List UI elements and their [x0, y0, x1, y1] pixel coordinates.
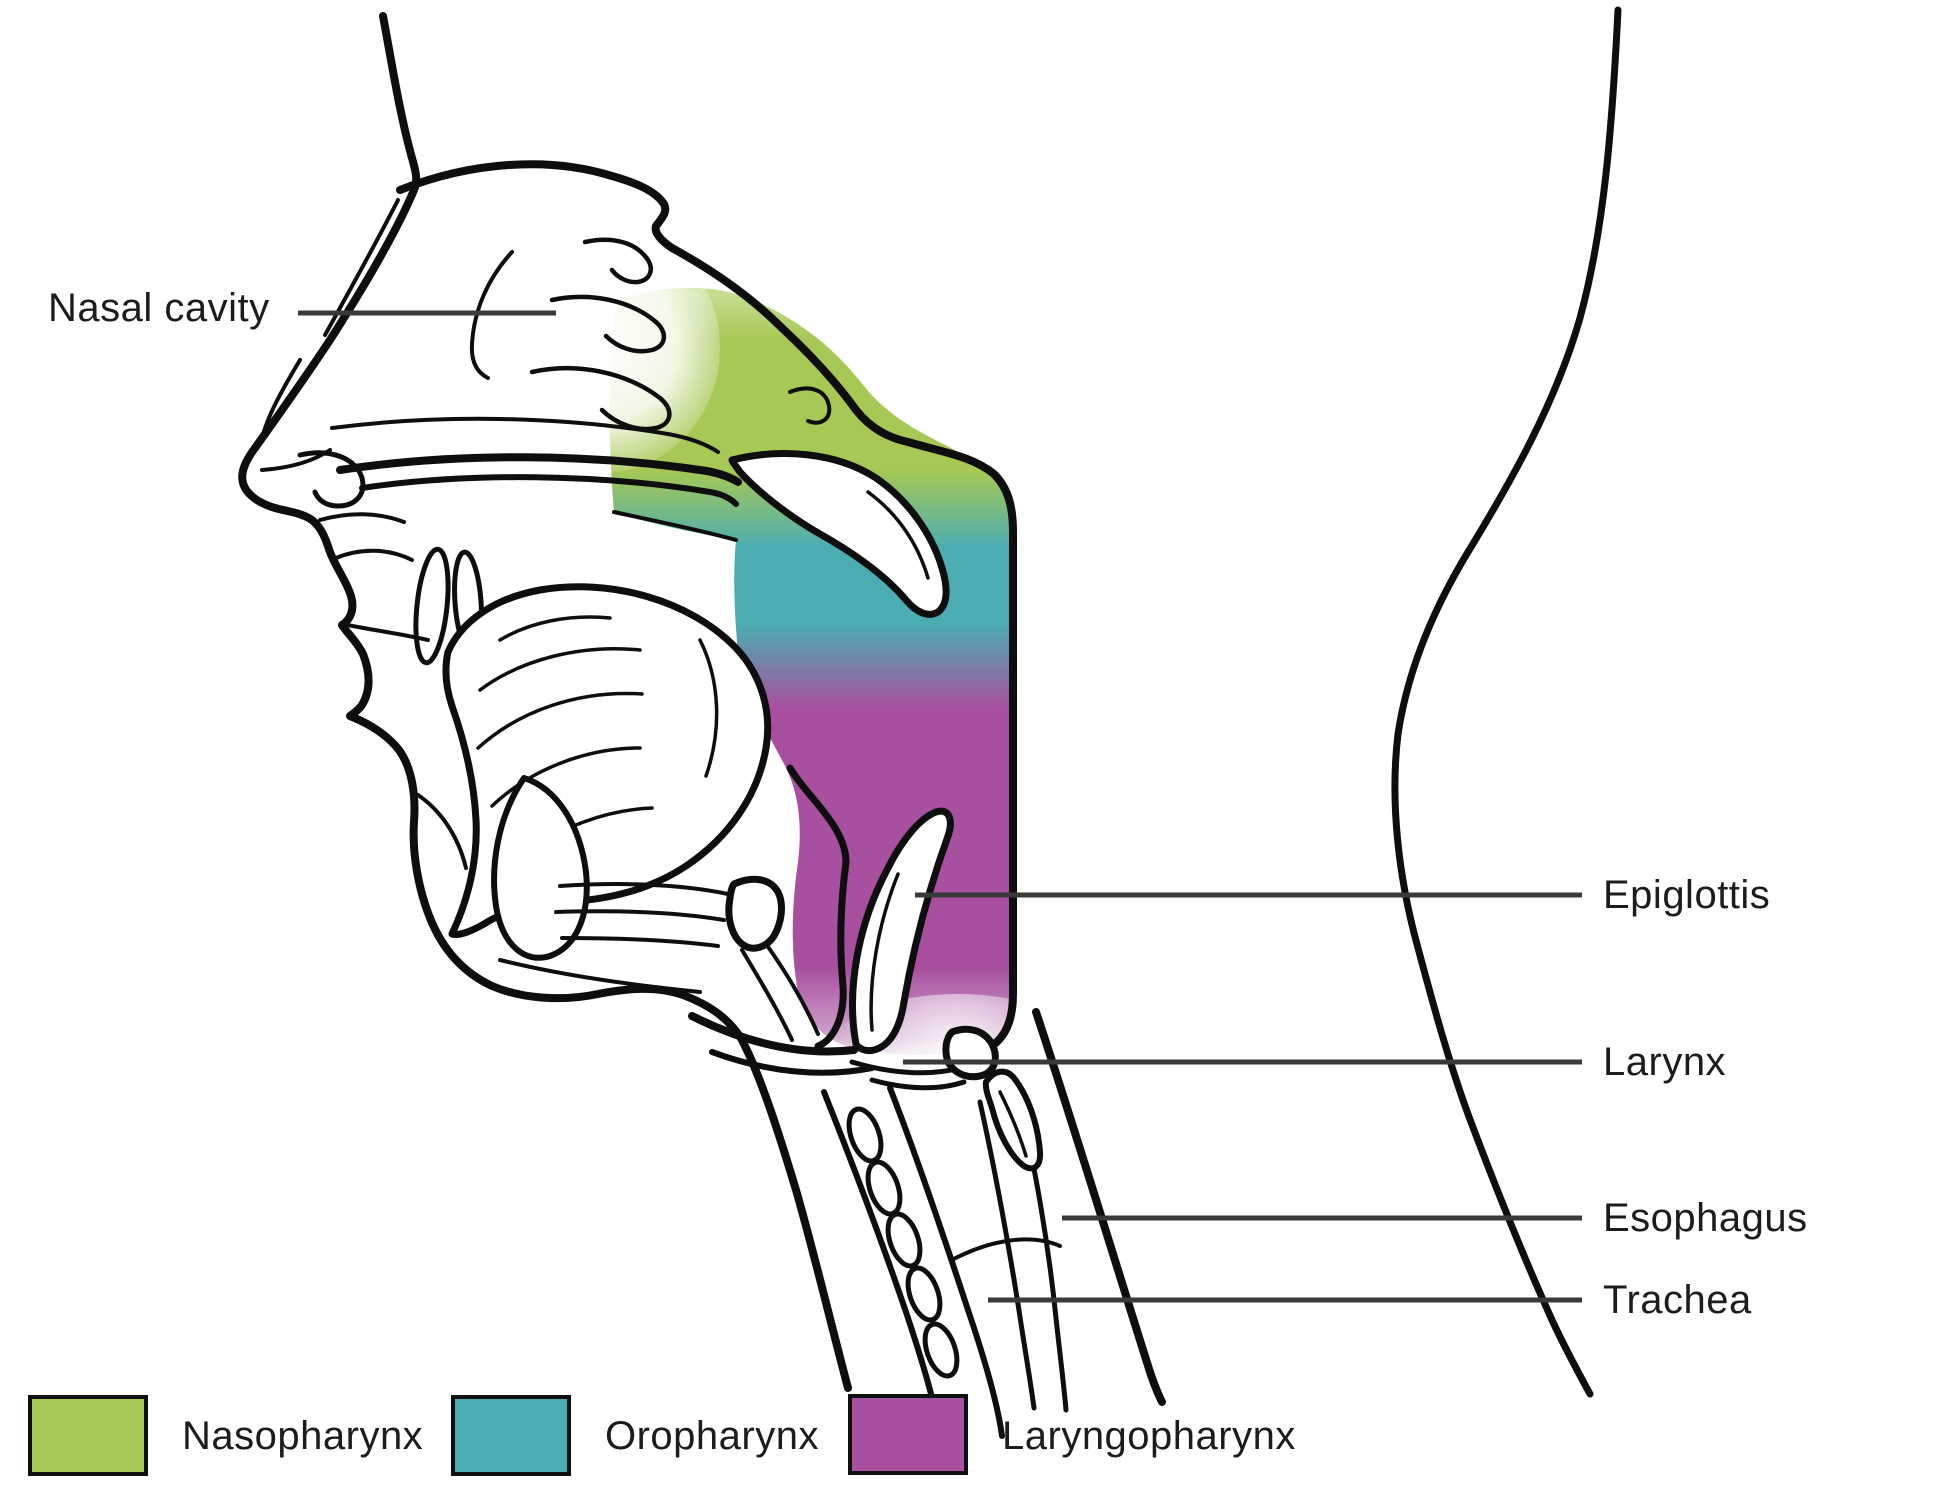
tongue-line-2: [478, 647, 642, 692]
superior-concha: [582, 237, 653, 285]
vestibular-fold-line: [709, 1049, 875, 1076]
mylohyoid-line-2: [554, 909, 726, 922]
thyrohyoid-line-2: [764, 942, 820, 1036]
oral-fissure-line: [340, 622, 430, 642]
esophagus-inner-line: [998, 1090, 1028, 1158]
trachea-ring-5: [922, 1321, 960, 1379]
clivus-inner-line: [798, 343, 868, 422]
nasal-floor-line: [330, 416, 720, 454]
legend-label-laryngopharynx: Laryngopharynx: [1002, 1414, 1296, 1458]
soft-palate-uvula: [728, 450, 950, 618]
nasopharynx-white-fade: [484, 223, 720, 473]
uvula-inner-crescent: [866, 490, 930, 580]
trachea-ring-3: [885, 1211, 923, 1269]
aryepiglottic-fold-line: [688, 1012, 858, 1056]
middle-concha: [549, 294, 666, 354]
face-profile: [238, 12, 852, 1392]
mandible-inner-line: [416, 793, 468, 870]
legend-swatch-oropharynx: [451, 1395, 571, 1476]
nose-bridge-inner-line: [323, 198, 400, 337]
esophagus-left-wall: [977, 1099, 1037, 1411]
tongue-line-3: [476, 691, 644, 750]
nostril-vestibule-line: [260, 448, 332, 472]
tongue-back-line: [698, 638, 719, 778]
legend-label-oropharynx: Oropharynx: [605, 1414, 819, 1458]
eustachian-opening: [788, 386, 832, 425]
upper-incisor: [413, 546, 451, 666]
label-trachea: Trachea: [1603, 1278, 1752, 1322]
label-larynx: Larynx: [1603, 1040, 1727, 1084]
nasal-cavity-front-curve: [469, 250, 514, 380]
back-of-head-neck-outline: [1391, 6, 1622, 1398]
hyoid-bone: [725, 875, 785, 952]
vocal-fold-line-2: [869, 1077, 967, 1091]
hard-palate-lower-line: [359, 474, 739, 507]
nose-cartilage-line: [260, 358, 302, 440]
tongue-line-4: [490, 746, 642, 808]
trachea-ring-4: [905, 1265, 943, 1323]
maxilla-line-1: [318, 512, 406, 524]
inferior-concha: [529, 365, 672, 432]
mylohyoid-line-1: [558, 882, 730, 896]
nostril-swirl: [297, 450, 366, 509]
legend-swatch-laryngopharynx: [848, 1394, 968, 1475]
label-nasal-cavity: Nasal cavity: [48, 286, 270, 330]
hard-palate-upper-line: [336, 453, 742, 486]
tongue-line-1: [498, 615, 612, 642]
trachea-back-wall: [887, 1085, 1005, 1439]
label-epiglottis: Epiglottis: [1603, 873, 1771, 917]
arytenoid-cartilage: [942, 1025, 999, 1081]
digastric-line: [498, 958, 702, 994]
legend-swatch-nasopharynx: [28, 1395, 148, 1476]
mylohyoid-line-3: [560, 936, 720, 948]
posterior-neck-muscle-line: [1032, 1008, 1166, 1406]
pharynx-back-wall: [904, 438, 1017, 1054]
epiglottis-inner-line: [869, 872, 900, 1032]
lateral-pharynx-wall-line: [786, 764, 850, 1050]
cricoid-back-line: [946, 1237, 1062, 1264]
choana-boundary-line: [612, 510, 738, 542]
label-esophagus: Esophagus: [1603, 1196, 1808, 1240]
epiglottis-flap: [849, 807, 954, 1055]
thyrohyoid-line-1: [740, 948, 794, 1042]
maxilla-line-2: [334, 548, 414, 562]
legend-label-nasopharynx: Nasopharynx: [182, 1414, 424, 1458]
